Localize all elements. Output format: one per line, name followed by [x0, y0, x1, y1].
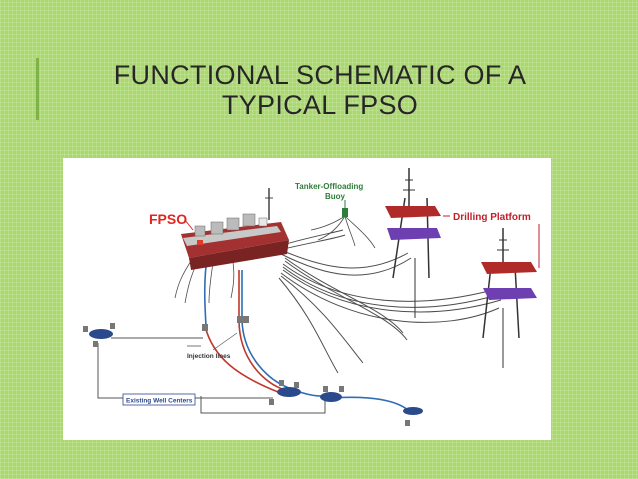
fpso-label: FPSO [149, 211, 194, 231]
tanker-offloading-buoy: Tanker-Offloading Buoy [295, 182, 363, 217]
schematic-canvas: FPSO Tanker-Offloading Buoy [83, 168, 540, 426]
drilling-platform-label-text: Drilling Platform [453, 212, 531, 223]
existing-well-centers-label-text: Existing Well Centers [126, 398, 193, 405]
tanker-buoy-label-line-2: Buoy [325, 192, 346, 201]
slide-title-line-1: FUNCTIONAL SCHEMATIC OF A [113, 60, 527, 90]
existing-well-center-middle [269, 380, 301, 405]
drilling-platform-right [481, 228, 537, 368]
existing-well-centers-label: Existing Well Centers [122, 393, 196, 406]
fpso-schematic-diagram: FPSO Tanker-Offloading Buoy [63, 158, 551, 440]
injection-lines-label: Injection lines [187, 332, 238, 360]
drilling-platform-label: Drilling Platform [443, 212, 540, 268]
injection-lines-label-text: Injection lines [187, 353, 231, 360]
existing-well-center-right-2 [403, 407, 423, 426]
fpso-label-text: FPSO [149, 211, 187, 227]
drilling-platform-upper [385, 168, 441, 318]
buoy-mooring-lines [310, 215, 376, 249]
slide-title: FUNCTIONAL SCHEMATIC OF A TYPICAL FPSO [40, 60, 600, 120]
flowline-manifolds [202, 316, 249, 331]
injection-flowlines [203, 252, 409, 411]
existing-well-center-right-1 [320, 386, 344, 402]
slide-title-line-2: TYPICAL FPSO [221, 90, 419, 120]
mooring-lines [272, 229, 502, 374]
existing-well-center-left [83, 323, 115, 347]
fpso-vessel [181, 188, 289, 270]
title-accent-bar [36, 58, 39, 120]
tanker-buoy-label-line-1: Tanker-Offloading [295, 182, 363, 191]
well-center-lines [97, 337, 326, 414]
